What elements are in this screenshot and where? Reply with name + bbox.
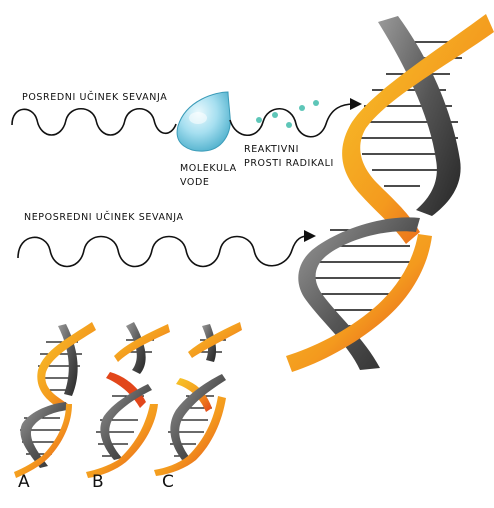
direct-arrow-head (304, 230, 316, 242)
radicals-label-line1: REAKTIVNI (244, 144, 300, 155)
direct-effect-label: NEPOSREDNI UČINEK SEVANJA (24, 212, 184, 223)
free-radical-dots-icon (256, 100, 319, 128)
dna-variant-a (14, 322, 96, 478)
option-b-label: B (92, 472, 104, 492)
water-molecule-label-line1: MOLEKULA (180, 163, 237, 174)
dna-variant-c (154, 322, 242, 476)
radicals-label-line2: PROSTI RADIKALI (244, 158, 334, 169)
water-droplet-icon (176, 91, 231, 152)
indirect-effect-label: POSREDNI UČINEK SEVANJA (22, 92, 168, 103)
indirect-radiation-wave (11, 107, 177, 136)
water-molecule-label-line2: VODE (180, 177, 210, 188)
option-c-label: C (162, 472, 174, 492)
radicals-wave (229, 103, 355, 138)
dna-double-helix-icon (286, 14, 494, 372)
indirect-arrow-head (350, 98, 362, 110)
dna-variant-b (86, 322, 170, 478)
option-a-label: A (18, 472, 30, 492)
direct-radiation-wave (17, 235, 309, 268)
